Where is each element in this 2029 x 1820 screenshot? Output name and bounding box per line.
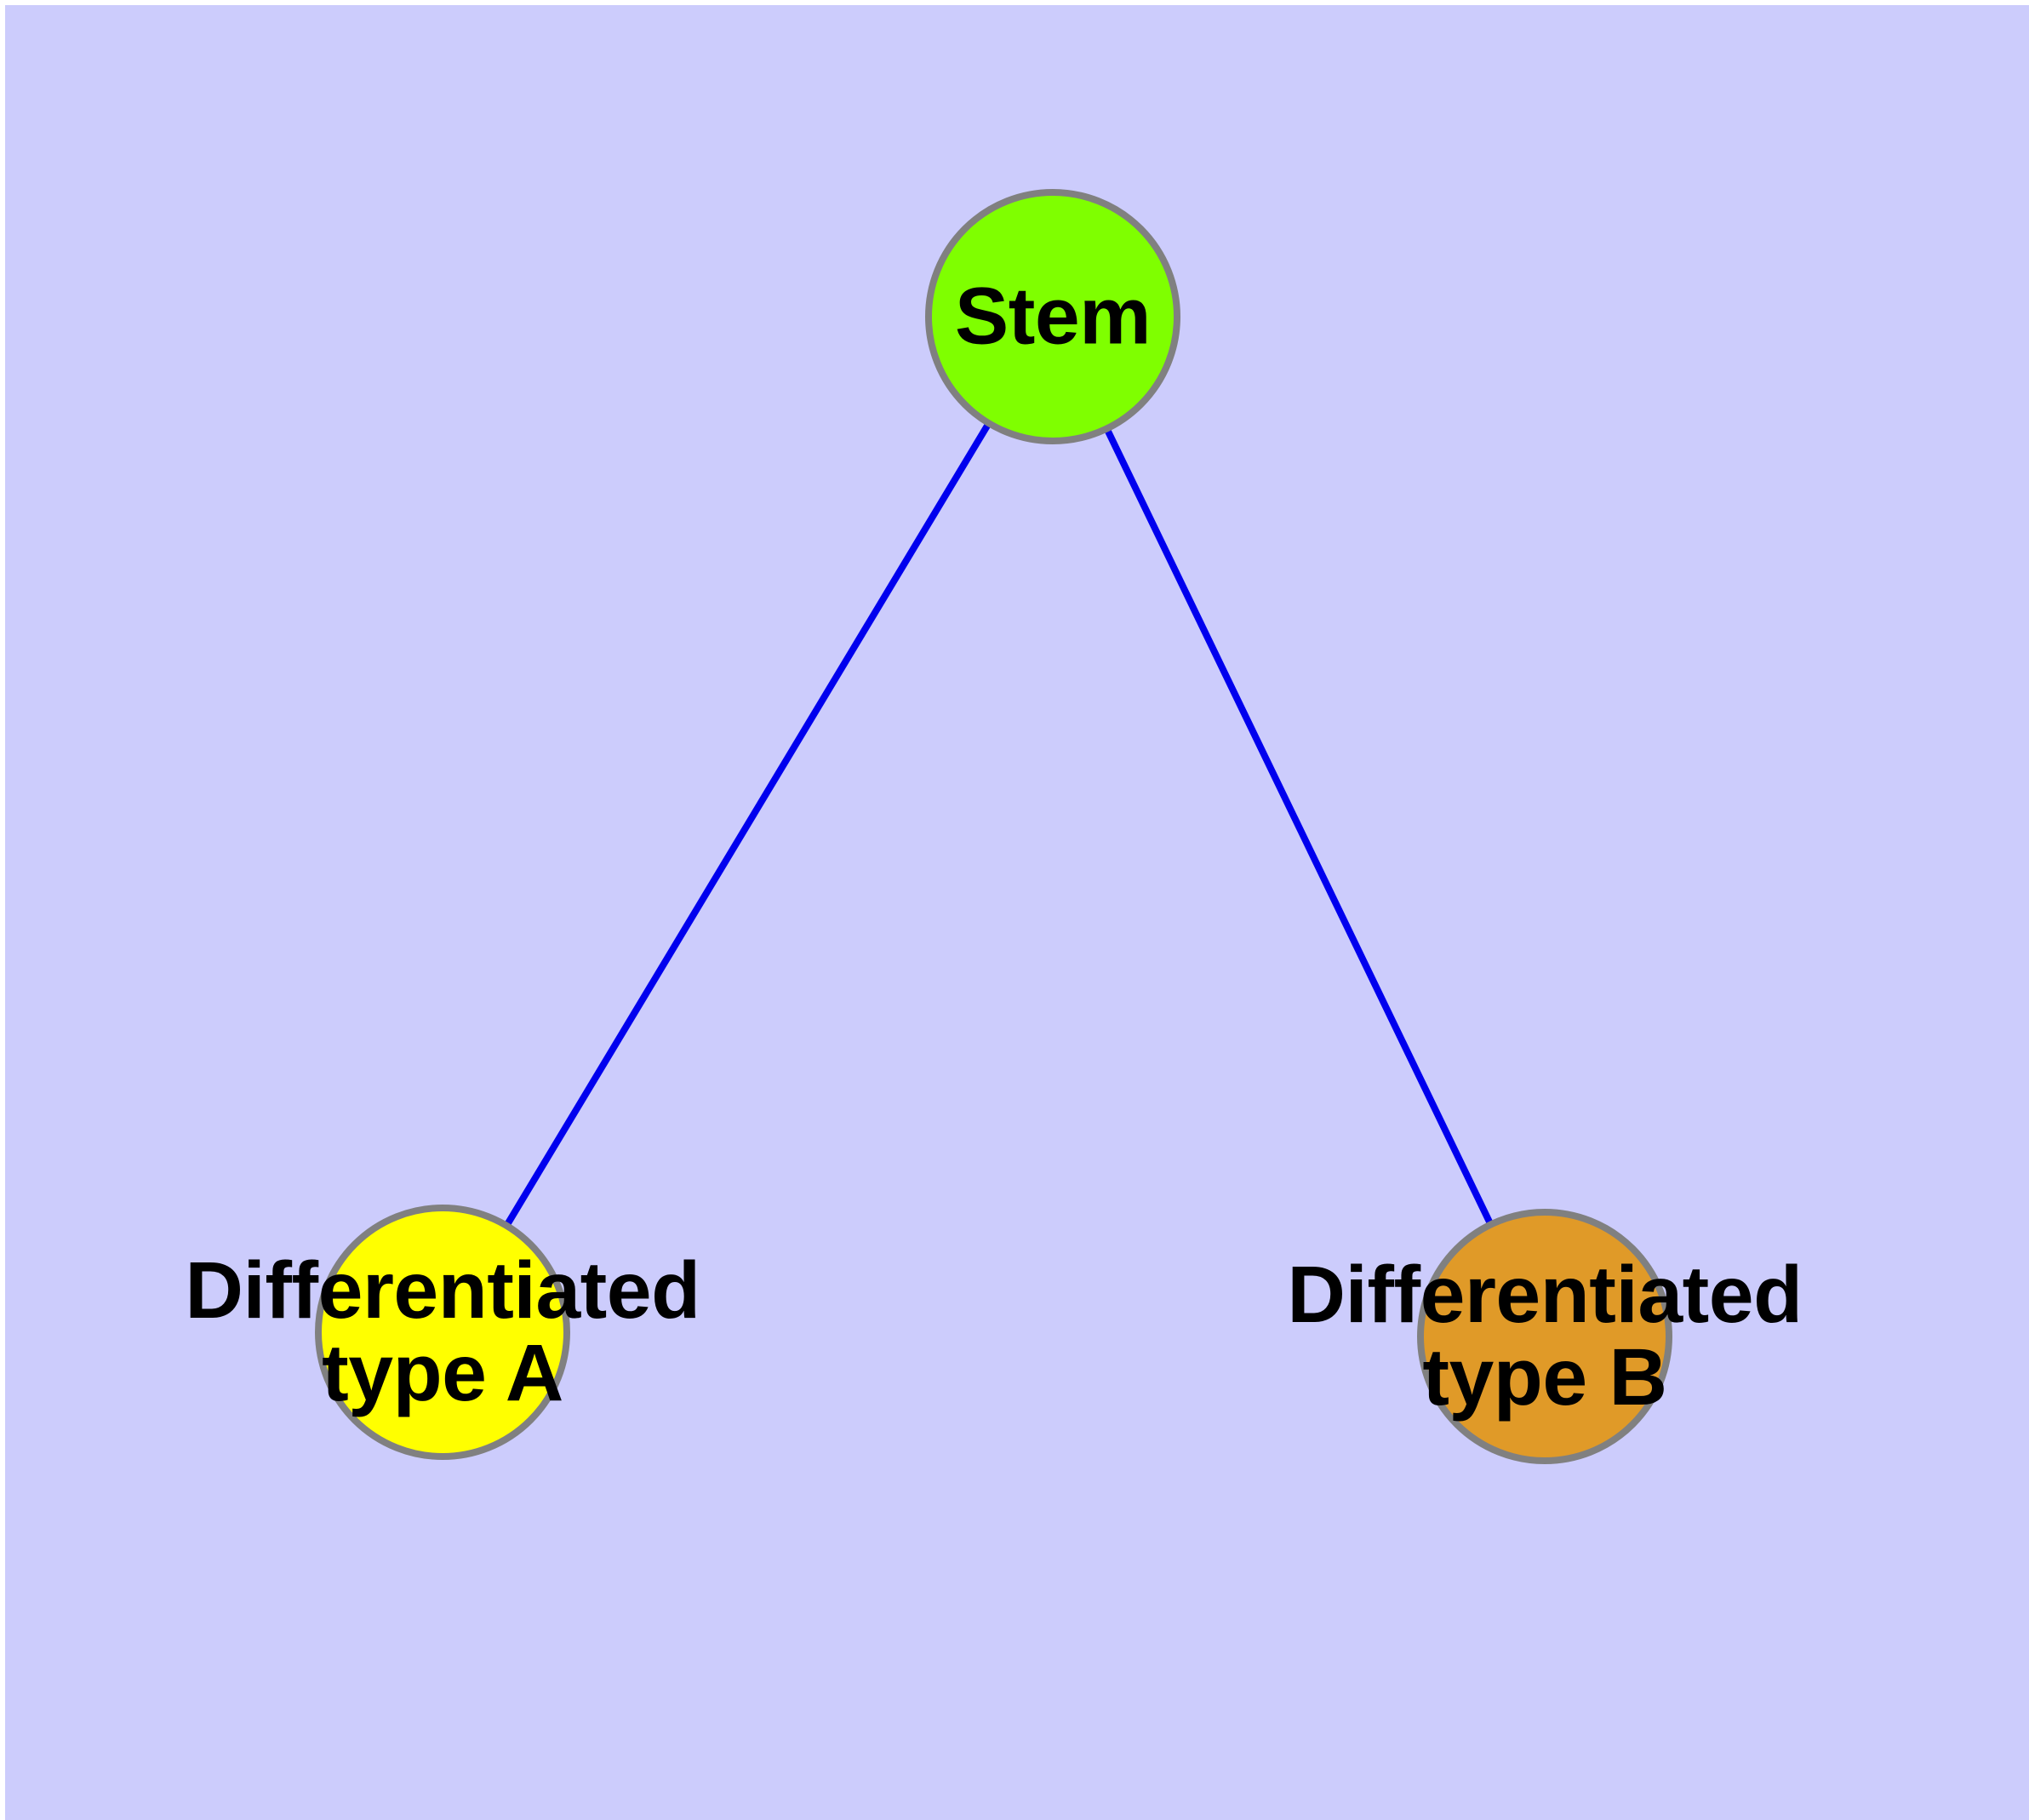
edge-stem-diff-b[interactable] bbox=[1049, 315, 1548, 1338]
edges-layer bbox=[439, 314, 1548, 1338]
node-diff_a[interactable] bbox=[315, 1205, 570, 1460]
node-stem[interactable] bbox=[925, 189, 1180, 444]
edge-stem-diff-a[interactable] bbox=[439, 314, 1056, 1335]
node-diff_b[interactable] bbox=[1417, 1209, 1672, 1464]
nodes-layer bbox=[315, 189, 1672, 1464]
